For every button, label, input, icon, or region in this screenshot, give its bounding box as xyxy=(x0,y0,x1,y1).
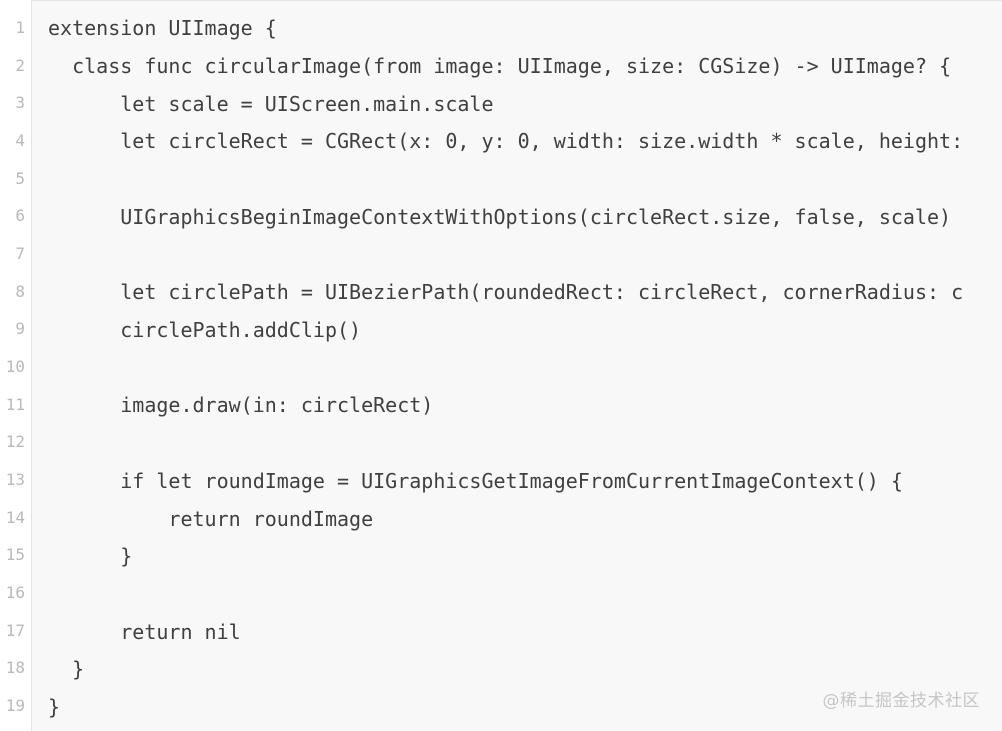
line-number: 18 xyxy=(5,658,25,677)
code-line: circlePath.addClip() xyxy=(48,318,362,342)
code-line: } xyxy=(48,544,133,568)
line-number: 14 xyxy=(5,508,25,527)
line-number: 4 xyxy=(15,131,25,150)
line-number: 19 xyxy=(5,696,25,715)
line-number: 7 xyxy=(15,244,25,263)
code-line: } xyxy=(48,695,61,719)
line-number: 3 xyxy=(15,93,25,112)
line-number: 10 xyxy=(5,357,25,376)
line-number: 2 xyxy=(15,56,25,75)
code-line: UIGraphicsBeginImageContextWithOptions(c… xyxy=(48,205,952,229)
line-number: 12 xyxy=(5,432,25,451)
code-block xyxy=(31,0,1002,731)
code-line: } xyxy=(48,657,85,681)
line-number: 11 xyxy=(5,395,25,414)
code-line: return roundImage xyxy=(48,507,374,531)
line-number-gutter: 1 2 3 4 5 6 7 8 9 10 11 12 13 14 15 16 1… xyxy=(0,0,31,731)
watermark: @稀土掘金技术社区 xyxy=(822,691,980,711)
code-line: return nil xyxy=(48,620,241,644)
code-line: let circleRect = CGRect(x: 0, y: 0, widt… xyxy=(48,129,964,153)
code-line: let scale = UIScreen.main.scale xyxy=(48,92,494,116)
code-line: if let roundImage = UIGraphicsGetImageFr… xyxy=(48,469,903,493)
line-number: 1 xyxy=(15,18,25,37)
code-line: class func circularImage(from image: UII… xyxy=(48,54,952,78)
line-number: 9 xyxy=(15,319,25,338)
code-line: let circlePath = UIBezierPath(roundedRec… xyxy=(48,280,964,304)
line-number: 16 xyxy=(5,583,25,602)
code-line: image.draw(in: circleRect) xyxy=(48,393,434,417)
line-number: 8 xyxy=(15,282,25,301)
line-number: 15 xyxy=(5,545,25,564)
line-number: 17 xyxy=(5,621,25,640)
code-line: extension UIImage { xyxy=(48,16,277,40)
line-number: 6 xyxy=(15,206,25,225)
line-number: 13 xyxy=(5,470,25,489)
line-number: 5 xyxy=(15,169,25,188)
